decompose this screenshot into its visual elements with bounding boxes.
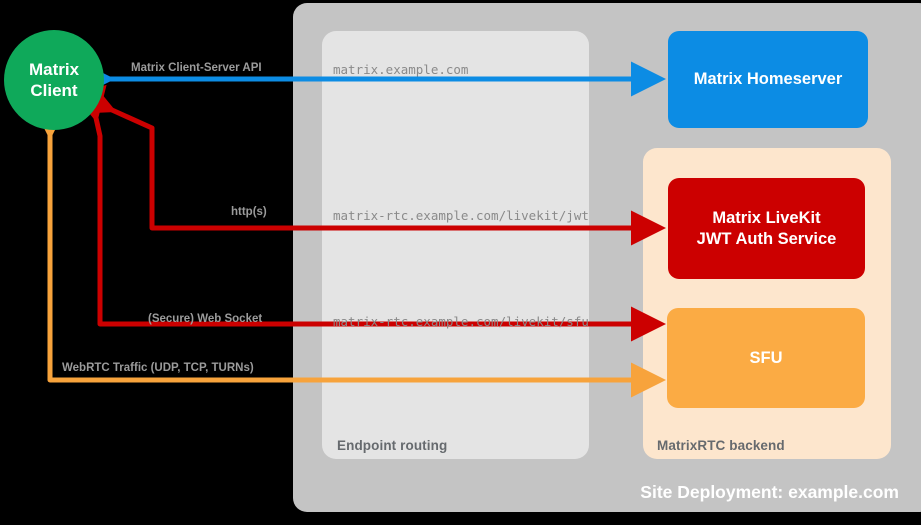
edge-label-http-s: http(s) <box>231 206 267 218</box>
edge-label-webrtc-traffic: WebRTC Traffic (UDP, TCP, TURNs) <box>62 362 254 374</box>
site-deployment-label: Site Deployment: example.com <box>640 482 899 502</box>
endpoint-url-livekit-jwt: matrix-rtc.example.com/livekit/jwt <box>333 208 589 223</box>
endpoint-url-livekit-sfu: matrix-rtc.example.com/livekit/sfu <box>333 314 589 329</box>
zone-label-endpoint-routing: Endpoint routing <box>337 438 448 453</box>
node-sfu-label: SFU <box>749 348 783 367</box>
node-matrix-livekit-jwt-auth-service[interactable]: Matrix LiveKit JWT Auth Service <box>668 178 865 279</box>
endpoint-url-homeserver: matrix.example.com <box>333 62 469 77</box>
node-matrix-homeserver-label: Matrix Homeserver <box>693 70 843 89</box>
node-matrix-client-line2: Client <box>30 81 78 100</box>
zone-label-matrixrtc-backend: MatrixRTC backend <box>657 438 785 453</box>
edge-label-client-server-api: Matrix Client-Server API <box>131 62 262 74</box>
edge-label-secure-web-socket: (Secure) Web Socket <box>148 313 263 325</box>
node-sfu[interactable]: SFU <box>667 308 865 408</box>
node-matrix-client-line1: Matrix <box>28 59 80 79</box>
node-matrix-homeserver[interactable]: Matrix Homeserver <box>668 31 868 128</box>
node-matrix-client[interactable]: Matrix Client <box>4 30 104 130</box>
node-jwt-line1: Matrix LiveKit <box>712 209 821 228</box>
node-jwt-line2: JWT Auth Service <box>696 229 837 248</box>
edge-webrtc-media <box>32 105 666 398</box>
